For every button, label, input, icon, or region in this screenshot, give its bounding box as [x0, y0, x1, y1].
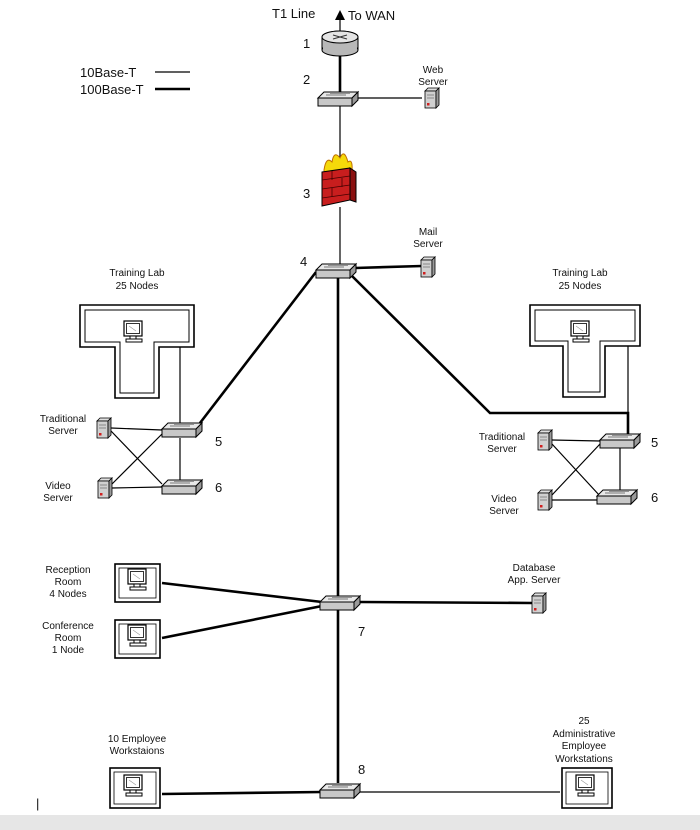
link-video-left5 — [111, 433, 163, 485]
database-server-icon — [531, 592, 547, 614]
t1-line-label: T1 Line — [272, 6, 315, 21]
employee-workstations-label-1: 10 Employee — [108, 734, 167, 745]
number-switch-core: 4 — [300, 254, 307, 269]
conference-room-monitor-icon — [127, 624, 147, 647]
link-switch7-database — [359, 600, 533, 605]
link-trad-right5 — [551, 439, 601, 442]
conference-room-label-2: Room — [55, 633, 82, 644]
admin-workstations-label-3: Employee — [562, 741, 607, 752]
wan-arrow — [335, 10, 345, 20]
mail-server-icon — [420, 256, 436, 278]
training-lab-right-room — [529, 304, 641, 398]
web-server-icon — [424, 87, 440, 109]
admin-workstations-label-4: Workstations — [555, 754, 613, 765]
video-server-left-label-2: Server — [43, 493, 73, 504]
reception-room-label-1: Reception — [45, 565, 90, 576]
admin-workstations-label-1: 25 — [578, 716, 590, 727]
firewall-icon — [321, 153, 357, 207]
legend-thin-label: 10Base-T — [80, 65, 136, 80]
reception-room-monitor-icon — [127, 568, 147, 591]
link-reception-switch7 — [161, 581, 323, 604]
conference-room-label-1: Conference — [42, 621, 94, 632]
video-server-left-icon — [97, 477, 113, 499]
training-lab-left-monitor-icon — [123, 320, 143, 343]
switch-7-icon — [319, 595, 361, 611]
traditional-server-right-icon — [537, 429, 553, 451]
training-lab-right-label-1: Training Lab — [552, 268, 608, 279]
footer-bar — [0, 815, 700, 830]
web-server-label-1: Web — [423, 65, 444, 76]
traditional-server-left-icon — [96, 417, 112, 439]
video-server-right-label-2: Server — [489, 506, 519, 517]
training-lab-left-label-1: Training Lab — [109, 268, 165, 279]
number-switch-top: 2 — [303, 72, 310, 87]
employee-workstations-monitor-icon — [123, 774, 143, 797]
number-switch-right-5: 5 — [651, 435, 658, 450]
switch-4-icon — [315, 263, 357, 279]
router-icon — [321, 30, 359, 57]
switch-8-icon — [319, 783, 361, 799]
reception-room-label-2: Room — [55, 577, 82, 588]
number-firewall: 3 — [303, 186, 310, 201]
legend: 10Base-T 100Base-T — [80, 65, 190, 97]
link-video-right5 — [551, 443, 601, 496]
training-lab-right-monitor-icon — [570, 320, 590, 343]
employee-workstations-label-2: Workstaions — [110, 746, 165, 757]
number-switch-right-6: 6 — [651, 490, 658, 505]
link-switch4-left5 — [198, 271, 318, 424]
traditional-server-right-label-2: Server — [487, 444, 517, 455]
switch-right-5-icon — [599, 433, 641, 449]
switch-2-icon — [317, 91, 359, 107]
number-router: 1 — [303, 36, 310, 51]
link-video-left6 — [111, 486, 163, 489]
link-trad-left5 — [110, 427, 163, 431]
training-lab-left-room — [79, 304, 195, 399]
mail-server-label-1: Mail — [419, 227, 437, 238]
traditional-server-left-label-1: Traditional — [40, 414, 86, 425]
link-employees-switch8 — [161, 790, 323, 796]
link-switch4-mail — [354, 264, 423, 270]
to-wan-label: To WAN — [348, 8, 395, 23]
video-server-right-label-1: Video — [491, 494, 517, 505]
database-server-label-1: Database — [513, 563, 556, 574]
video-server-left-label-1: Video — [45, 481, 71, 492]
training-lab-right-label-2: 25 Nodes — [559, 281, 602, 292]
switch-left-6-icon — [161, 479, 203, 495]
traditional-server-right-label-1: Traditional — [479, 432, 525, 443]
traditional-server-left-label-2: Server — [48, 426, 78, 437]
number-switch-left-5: 5 — [215, 434, 222, 449]
web-server-label-2: Server — [418, 77, 448, 88]
admin-workstations-label-2: Administrative — [553, 729, 616, 740]
number-switch-mid: 7 — [358, 624, 365, 639]
link-trad-left6 — [110, 430, 163, 485]
switch-left-5-icon — [161, 422, 203, 438]
training-lab-left-label-2: 25 Nodes — [116, 281, 159, 292]
link-conference-switch7 — [161, 604, 323, 640]
connections — [110, 10, 630, 796]
switch-right-6-icon — [596, 489, 638, 505]
number-switch-bottom: 8 — [358, 762, 365, 777]
legend-thick-label: 100Base-T — [80, 82, 144, 97]
cursor-marker: | — [36, 796, 39, 811]
mail-server-label-2: Server — [413, 239, 443, 250]
video-server-right-icon — [537, 489, 553, 511]
number-switch-left-6: 6 — [215, 480, 222, 495]
database-server-label-2: App. Server — [508, 575, 561, 586]
conference-room-label-3: 1 Node — [52, 645, 85, 656]
admin-workstations-monitor-icon — [575, 774, 595, 797]
reception-room-label-3: 4 Nodes — [49, 589, 86, 600]
